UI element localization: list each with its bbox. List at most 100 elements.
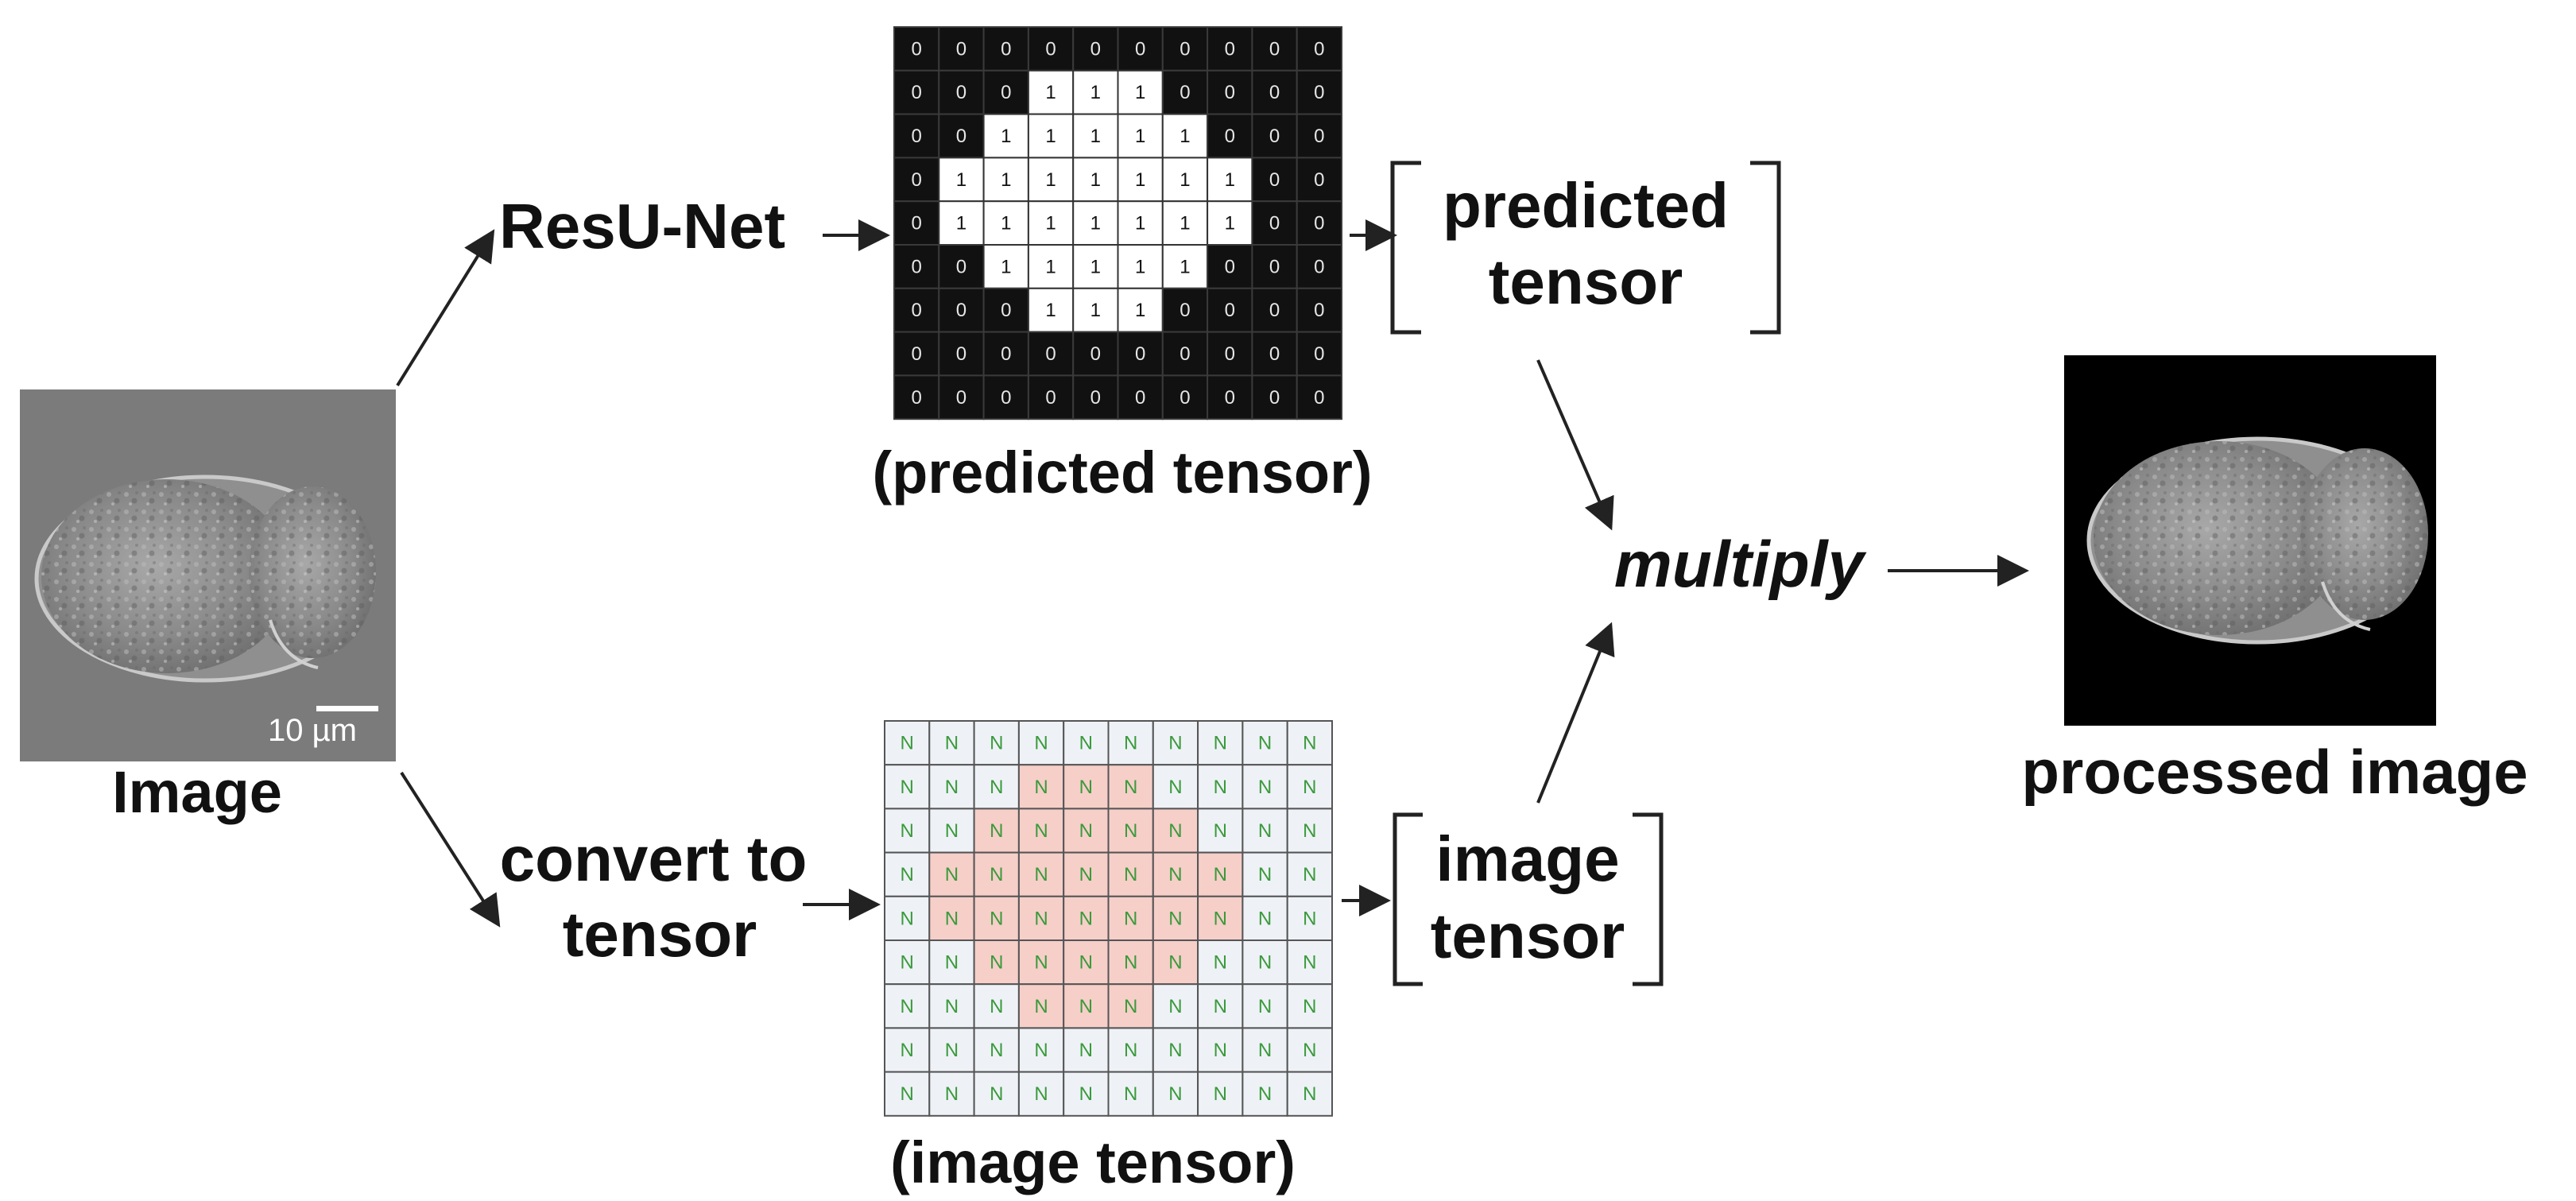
image-tensor-cell: N [1286,720,1333,766]
svg-text:N: N [1214,996,1227,1017]
image-tensor-cell: N [1063,1027,1110,1073]
svg-text:N: N [1079,820,1093,842]
predicted-cell: 0 [982,287,1029,333]
embryo-picture [34,475,376,683]
image-tensor-cell: N [1286,895,1333,942]
svg-text:N: N [1303,952,1316,974]
svg-text:N: N [1303,996,1316,1017]
image-tensor-cell: N [884,983,931,1029]
image-tensor-cell: N [928,851,975,897]
svg-text:0: 0 [1045,343,1056,365]
svg-text:N: N [1258,952,1272,974]
svg-text:N: N [1124,777,1137,798]
predicted-cell: 0 [893,69,940,115]
predicted-cell: 0 [1251,374,1298,420]
svg-text:N: N [1214,777,1227,798]
svg-text:0: 0 [911,169,921,191]
svg-text:0: 0 [1045,38,1056,60]
predicted-cell: 0 [1207,69,1253,115]
svg-text:0: 0 [1045,387,1056,409]
svg-text:N: N [1303,1083,1316,1105]
predicted-cell: 0 [893,157,940,203]
predicted-cell: 1 [1117,157,1164,203]
image-tensor-cell: N [1152,808,1199,854]
svg-text:N: N [945,733,959,754]
image-tensor-cell: N [1063,1071,1110,1117]
svg-text:N: N [900,1040,913,1061]
predicted-cell: 1 [982,157,1029,203]
svg-text:N: N [900,864,913,885]
image-tensor-cell: N [1063,764,1110,810]
image-tensor-cell: N [884,808,931,854]
svg-text:N: N [1258,820,1272,842]
svg-text:0: 0 [1225,82,1235,103]
predicted-cell: 0 [893,374,940,420]
svg-text:0: 0 [1180,82,1190,103]
image-tensor-cell: N [1063,808,1110,854]
predicted-cell: 1 [1072,157,1119,203]
svg-text:1: 1 [1180,213,1190,234]
predicted-bracket-line1: predicted [1443,170,1729,241]
svg-text:N: N [1079,1083,1093,1105]
svg-text:1: 1 [1090,300,1101,321]
svg-text:N: N [990,1040,1003,1061]
svg-text:0: 0 [956,38,966,60]
image-tensor-cell: N [1107,764,1154,810]
predicted-cell: 0 [938,244,985,289]
image-tensor-cell: N [973,895,1020,942]
predicted-cell: 0 [1296,26,1342,72]
predicted-cell: 0 [1207,374,1253,420]
predicted-cell: 0 [1117,331,1164,377]
image-tensor-cell: N [1017,983,1065,1029]
image-tensor-cell: N [1107,1027,1154,1073]
svg-text:1: 1 [1135,126,1145,147]
svg-text:N: N [1124,952,1137,974]
predicted-cell: 0 [1161,331,1209,377]
predicted-cell: 0 [893,26,940,72]
image-tensor-cell: N [1017,895,1065,942]
svg-text:1: 1 [1045,256,1056,277]
svg-text:N: N [945,1083,959,1105]
svg-text:0: 0 [1269,256,1280,277]
svg-text:N: N [1258,908,1272,929]
svg-text:1: 1 [1135,213,1145,234]
predicted-cell: 0 [938,374,985,420]
scale-bar-label: 10 µm [268,713,357,748]
svg-text:0: 0 [1269,38,1280,60]
image-tensor-cell: N [884,895,931,942]
image-tensor-cell: N [1242,895,1288,942]
image-tensor-cell: N [1107,720,1154,766]
predicted-cell: 1 [1117,244,1164,289]
arrow-predicted-to-multiply [1536,359,1614,531]
image-tensor-cell: N [1152,720,1199,766]
svg-text:0: 0 [1225,126,1235,147]
input-image-label: Image [112,759,282,825]
image-tensor-cell: N [1197,808,1244,854]
predicted-cell: 1 [1161,113,1209,159]
svg-text:0: 0 [1135,343,1145,365]
svg-text:N: N [1303,908,1316,929]
svg-text:N: N [1168,820,1182,842]
image-bracket-line2: tensor [1431,901,1625,971]
image-tensor-cell: N [1286,764,1333,810]
image-tensor-cell: N [973,851,1020,897]
svg-text:1: 1 [1225,213,1235,234]
svg-text:N: N [1124,996,1137,1017]
arrow-image-to-multiply [1536,622,1615,804]
svg-text:N: N [1124,820,1137,842]
svg-text:1: 1 [1180,256,1190,277]
image-tensor-cell: N [973,983,1020,1029]
svg-text:N: N [1258,996,1272,1017]
svg-text:0: 0 [956,387,966,409]
svg-text:1: 1 [1045,300,1056,321]
predicted-cell: 0 [982,331,1029,377]
svg-text:N: N [1214,908,1227,929]
svg-text:1: 1 [1001,256,1011,277]
image-tensor-cell: N [1107,983,1154,1029]
svg-text:N: N [1034,908,1048,929]
svg-text:1: 1 [1090,256,1101,277]
image-tensor-cell: N [973,939,1020,986]
predicted-cell: 0 [1296,287,1342,333]
svg-text:0: 0 [911,300,921,321]
